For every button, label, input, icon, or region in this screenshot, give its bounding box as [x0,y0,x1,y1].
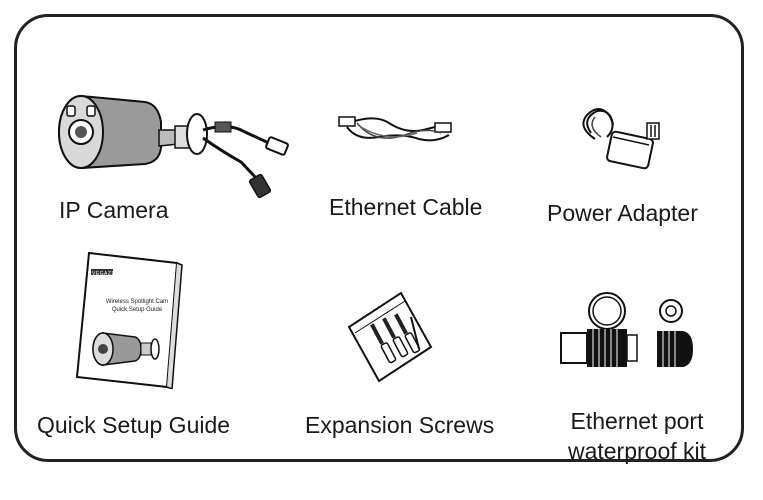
guide-title-line2: Quick Setup Guide [111,307,163,313]
quick-setup-guide-icon [75,251,183,389]
expansion-screws-label: Expansion Screws [305,412,495,438]
package-contents-frame: IP Camera Ethernet Cable Power Adapter [14,14,747,464]
waterproof-kit-label-line1: Ethernet port [570,408,704,434]
ip-camera-icon [58,94,289,199]
quick-setup-guide-item: VEGAZE Wireless Spotlight Cam Quick Setu… [37,249,267,438]
power-adapter-item: Power Adapter [547,97,747,227]
power-adapter-label: Power Adapter [547,200,698,226]
power-adapter-icon [582,108,660,170]
guide-title-line1: Wireless Spotlight Cam [105,299,169,305]
ethernet-cable-icon [338,116,452,142]
waterproof-kit-item: Ethernet port waterproof kit [547,289,747,464]
expansion-screws-item: Expansion Screws [305,287,515,438]
quick-setup-guide-label: Quick Setup Guide [37,412,231,438]
waterproof-kit-icon [560,292,693,367]
ethernet-cable-label: Ethernet Cable [329,194,483,220]
guide-header-tag: VEGAZE [92,271,116,277]
expansion-screws-icon [347,291,433,383]
ip-camera-item: IP Camera [53,92,303,223]
waterproof-kit-label-line2: waterproof kit [567,438,707,464]
ip-camera-label: IP Camera [59,197,169,223]
ethernet-cable-item: Ethernet Cable [317,97,507,220]
